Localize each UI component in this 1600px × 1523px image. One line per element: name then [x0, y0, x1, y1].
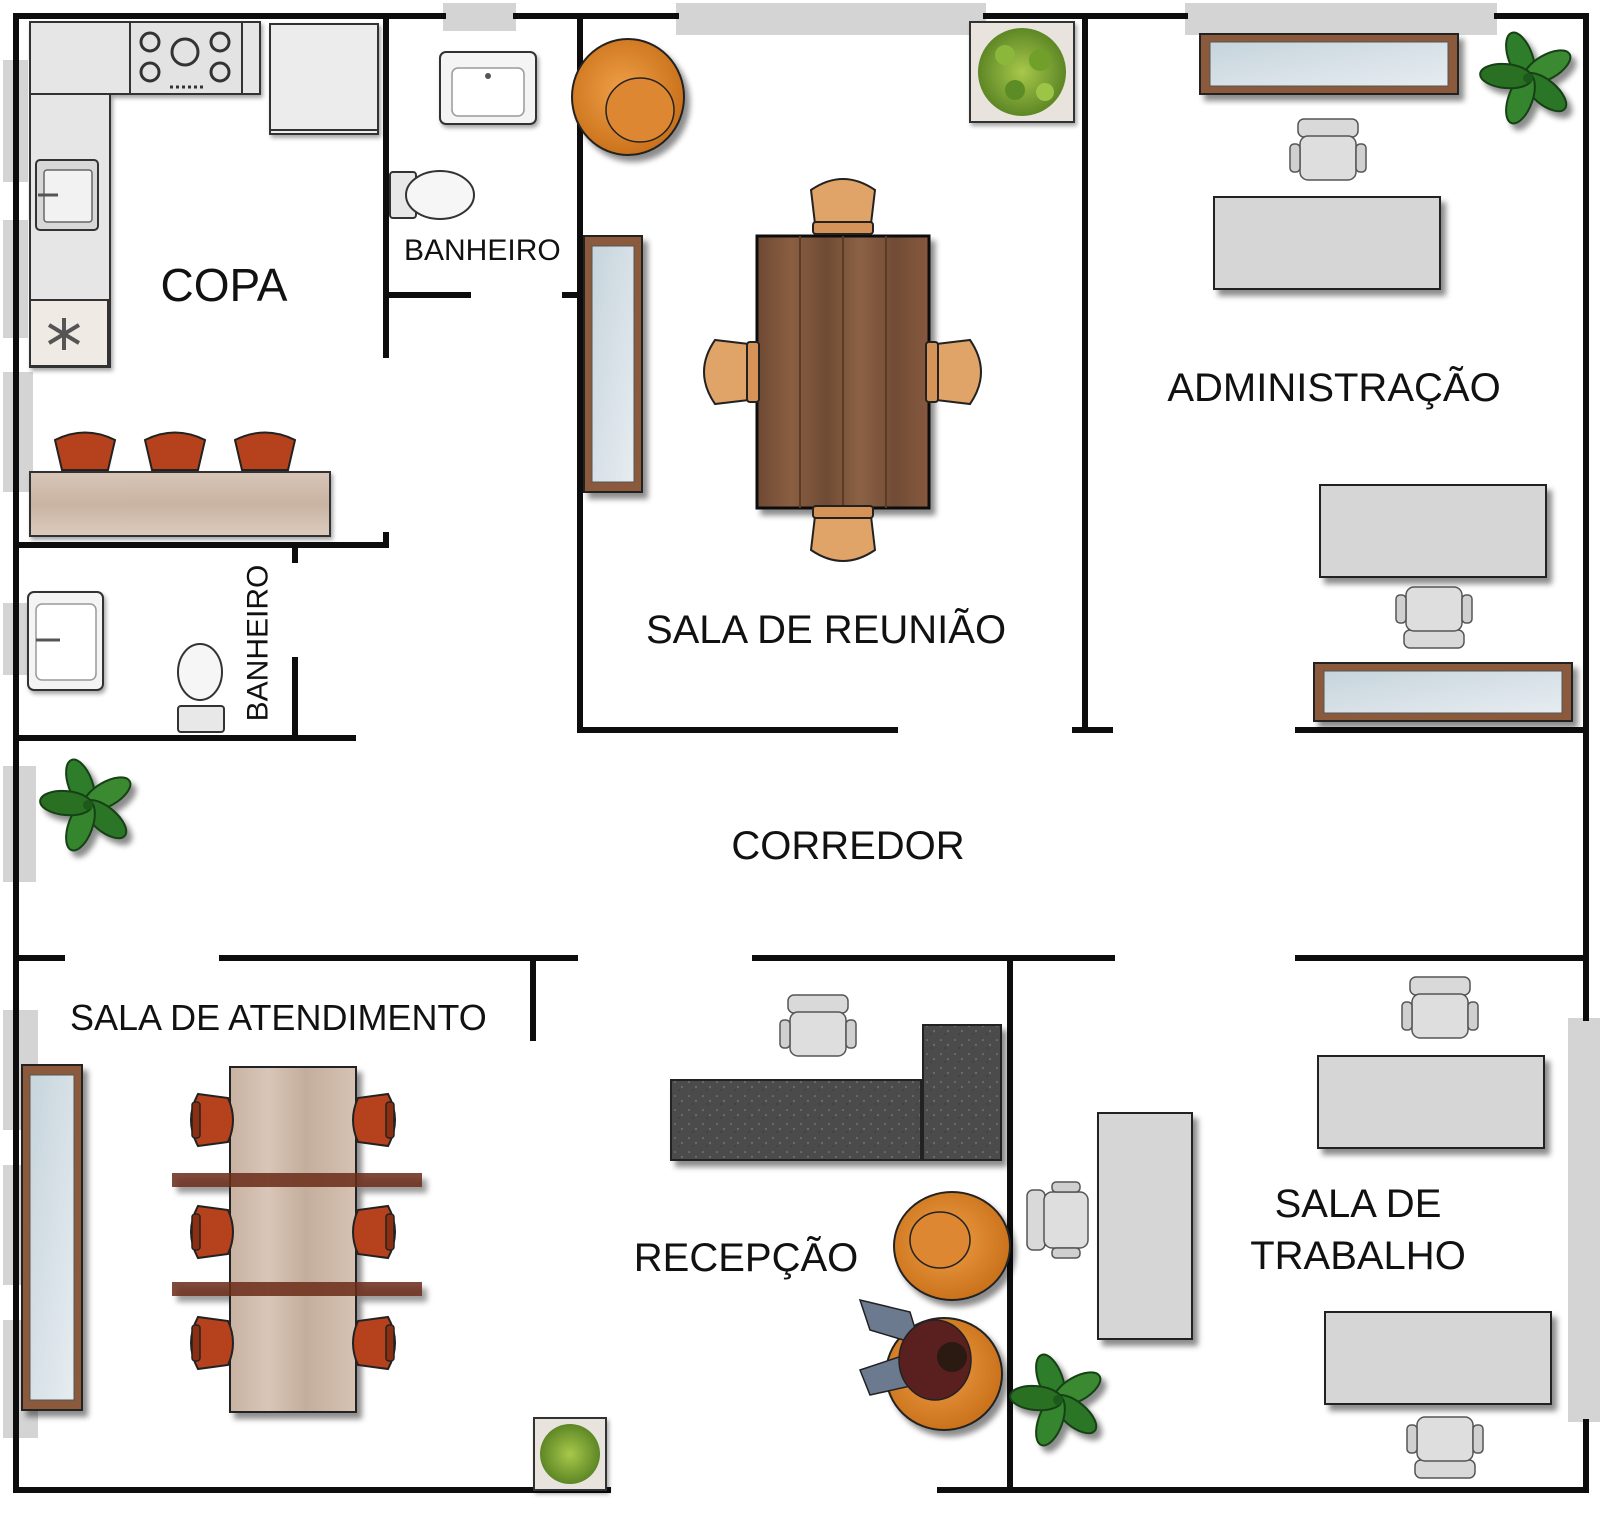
room-label-recepcao: RECEPÇÃO [633, 1236, 859, 1280]
room-label-sala-trabalho-1: SALA DE [1274, 1182, 1442, 1226]
admin-desk-2 [1319, 484, 1547, 578]
room-label-sala-reuniao: SALA DE REUNIÃO [645, 608, 1007, 652]
copa-bench [29, 471, 331, 537]
reception-desk [670, 1024, 1002, 1161]
trabalho-chair-3 [1406, 1416, 1484, 1479]
atendimento-table [172, 1066, 422, 1413]
room-label-sala-trabalho-2: TRABALHO [1250, 1234, 1466, 1278]
walls [13, 13, 1589, 1493]
trabalho-chair-2 [1401, 976, 1479, 1039]
admin-desk-1 [1213, 196, 1441, 290]
reception-chair [779, 994, 857, 1057]
asterisk-icon [47, 318, 81, 350]
stove [129, 21, 243, 95]
meeting-table [755, 234, 931, 510]
armchair-meeting [571, 38, 685, 156]
plant-icon [1008, 1349, 1107, 1451]
copa-stools [53, 431, 297, 471]
plant-icon [38, 754, 137, 856]
room-label-banheiro-2: BANHEIRO [241, 564, 275, 722]
trabalho-chair-1 [1026, 1181, 1089, 1259]
bathroom-sink-1 [439, 51, 537, 125]
trabalho-desk-vertical [1097, 1112, 1193, 1340]
planter-meeting [969, 21, 1075, 123]
trabalho-desk-1 [1317, 1055, 1545, 1149]
armchair-reception-1 [893, 1191, 1011, 1301]
refrigerator [269, 23, 379, 135]
planter-atendimento [533, 1417, 607, 1491]
admin-cabinet-top [1199, 33, 1459, 95]
room-label-copa: COPA [160, 259, 288, 311]
plant-icon [1478, 27, 1577, 129]
kitchen-sink [35, 159, 99, 231]
bathroom-sink-2 [27, 591, 104, 691]
person-seated-icon [858, 1298, 972, 1401]
toilet-1 [389, 170, 475, 220]
cabinet-meeting [583, 235, 643, 493]
room-label-administracao: ADMINISTRAÇÃO [1167, 366, 1501, 410]
admin-chair-2 [1395, 586, 1473, 649]
trabalho-desk-2 [1324, 1311, 1552, 1405]
toilet-2 [177, 643, 225, 733]
room-label-corredor: CORREDOR [731, 824, 965, 868]
room-label-sala-atendimento: SALA DE ATENDIMENTO [70, 997, 487, 1038]
room-label-banheiro-1: BANHEIRO [404, 234, 561, 267]
atendimento-cabinet [21, 1064, 83, 1411]
admin-chair-1 [1289, 118, 1367, 181]
admin-cabinet-bottom [1313, 662, 1573, 722]
